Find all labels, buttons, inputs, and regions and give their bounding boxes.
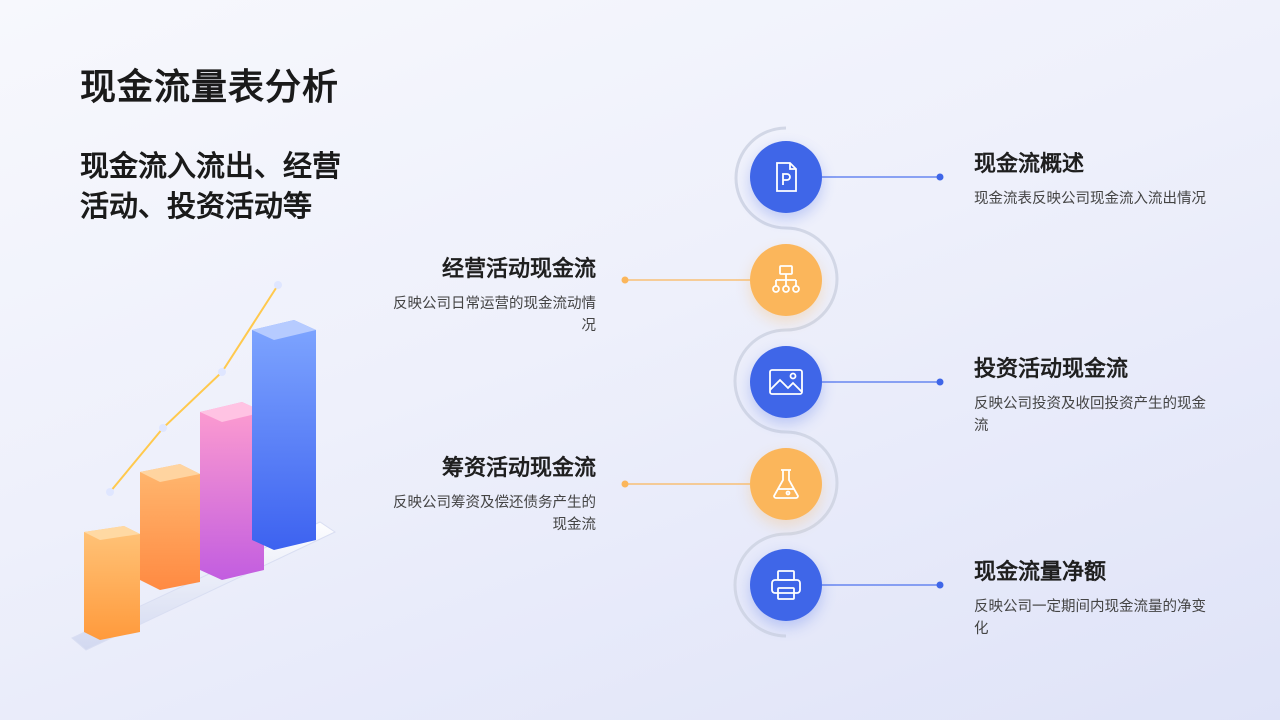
item-description: 反映公司一定期间内现金流量的净变化 [974, 599, 1206, 637]
org-chart-icon [750, 244, 822, 316]
page-title: 现金流量表分析 [80, 67, 340, 108]
item-operating-cashflow: 经营活动现金流 反映公司日常运营的现金流动情况 [356, 251, 596, 337]
item-description: 反映公司日常运营的现金流动情况 [393, 296, 596, 334]
item-heading: 筹资活动现金流 [441, 456, 596, 481]
page-subtitle: 现金流入流出、经营活动、投资活动等 [80, 149, 342, 223]
flask-icon [750, 448, 822, 520]
item-heading: 投资活动现金流 [974, 357, 1129, 382]
ppt-file-icon [750, 141, 822, 213]
item-description: 现金流表反映公司现金流入流出情况 [974, 191, 1206, 207]
item-heading: 经营活动现金流 [441, 257, 596, 282]
item-financing-cashflow: 筹资活动现金流 反映公司筹资及偿还债务产生的现金流 [356, 450, 596, 536]
item-investing-cashflow: 投资活动现金流 反映公司投资及收回投资产生的现金流 [974, 351, 1214, 437]
item-heading: 现金流量净额 [974, 560, 1107, 585]
printer-icon [750, 549, 822, 621]
item-description: 反映公司投资及收回投资产生的现金流 [974, 396, 1206, 434]
bar-chart-illustration [71, 281, 337, 651]
item-cashflow-overview: 现金流概述 现金流表反映公司现金流入流出情况 [974, 146, 1214, 210]
item-net-cashflow: 现金流量净额 反映公司一定期间内现金流量的净变化 [974, 554, 1214, 640]
item-heading: 现金流概述 [974, 152, 1085, 177]
image-icon [750, 346, 822, 418]
item-description: 反映公司筹资及偿还债务产生的现金流 [393, 495, 596, 533]
